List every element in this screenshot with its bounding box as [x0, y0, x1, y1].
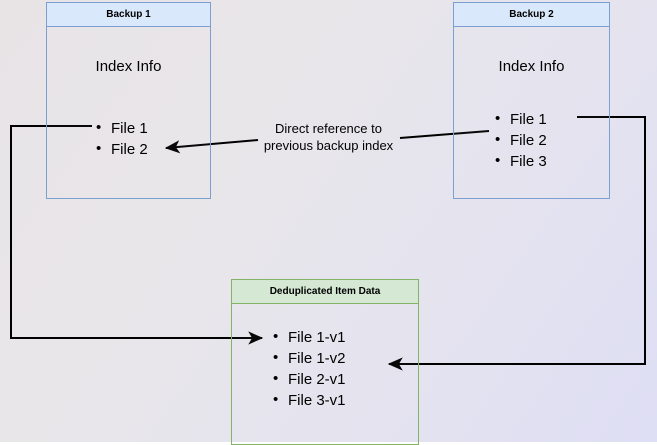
list-item: File 1: [96, 117, 148, 139]
list-item: File 2-v1: [273, 368, 346, 390]
node-backup-2[interactable]: Backup 2 Index Info File 1 File 2 File 3: [453, 2, 610, 199]
list-item: File 1-v1: [273, 326, 346, 348]
backup-1-file-list: File 1 File 2: [96, 117, 148, 160]
backup-2-index-info-label: Index Info: [498, 58, 565, 75]
edge-backup2-file1-to-dedup: [387, 116, 646, 371]
edge-label-direct-reference: Direct reference to previous backup inde…: [251, 120, 406, 154]
backup-1-index-info-label: Index Info: [95, 58, 162, 75]
list-item: File 3-v1: [273, 389, 346, 411]
list-item: File 1-v2: [273, 347, 346, 369]
list-item: File 1: [495, 108, 547, 130]
edge-label-line-2: previous backup index: [263, 138, 394, 153]
edge-label-line-1: Direct reference to: [275, 121, 382, 136]
node-backup-1[interactable]: Backup 1 Index Info File 1 File 2: [46, 2, 211, 199]
list-item: File 2: [96, 138, 148, 160]
edge-direct-reference-right-segment: [399, 130, 490, 139]
node-backup-2-header: Backup 2: [454, 3, 609, 27]
backup-2-file-list: File 1 File 2 File 3: [495, 108, 547, 172]
node-backup-2-body: Index Info File 1 File 2 File 3: [454, 27, 609, 198]
dedup-file-list: File 1-v1 File 1-v2 File 2-v1 File 3-v1: [273, 326, 346, 411]
node-backup-1-body: Index Info File 1 File 2: [47, 27, 210, 198]
node-backup-1-header: Backup 1: [47, 3, 210, 27]
edge-direct-reference-left-segment: [164, 139, 259, 154]
list-item: File 2: [495, 129, 547, 151]
edge-backup1-file1-to-dedup: [10, 125, 264, 345]
node-dedup-header: Deduplicated Item Data: [232, 280, 418, 304]
list-item: File 3: [495, 150, 547, 172]
node-dedup-body: File 1-v1 File 1-v2 File 2-v1 File 3-v1: [232, 304, 418, 444]
node-deduplicated-item-data[interactable]: Deduplicated Item Data File 1-v1 File 1-…: [231, 279, 419, 445]
